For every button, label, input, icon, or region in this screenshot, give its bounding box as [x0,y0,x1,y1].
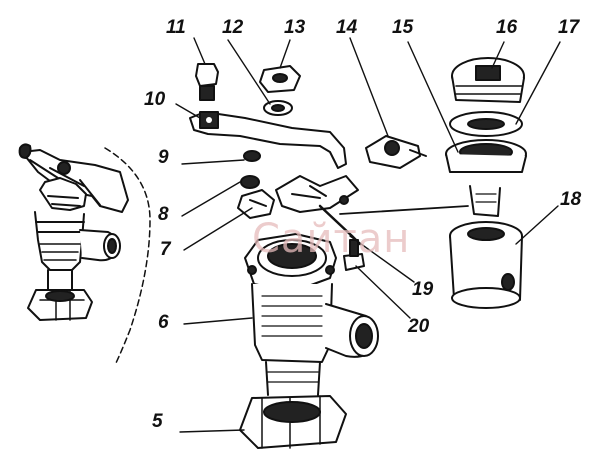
cap-assembly-15-17 [445,57,527,173]
washer-part-12 [263,100,293,116]
screw-part-20 [343,239,365,271]
clip-part-14 [365,135,427,169]
inset-separator [104,147,151,366]
bolt-part-11 [195,63,219,101]
callout-7: 7 [160,239,171,260]
callout-17: 17 [558,17,580,38]
callout-16: 16 [496,17,518,38]
housing-part-18 [449,185,523,309]
callout-6: 6 [158,312,169,333]
callout-20: 20 [408,316,430,337]
valve-body [239,233,379,449]
callout-12: 12 [222,17,244,38]
leader-lines [175,37,561,433]
callout-15: 15 [392,17,414,38]
assembled-valve-inset [18,143,129,321]
nut-part-13 [259,65,301,93]
callout-14: 14 [336,17,358,38]
callout-13: 13 [284,17,306,38]
lever-part-10 [189,111,347,169]
callout-9: 9 [158,147,169,168]
callout-10: 10 [144,89,166,110]
callout-18: 18 [560,189,582,210]
callout-8: 8 [158,204,169,225]
callout-19: 19 [412,279,434,300]
callout-11: 11 [166,17,186,38]
small-parts-7-9 [237,150,275,219]
watermark: Сайтан [252,216,411,262]
callout-5: 5 [152,411,163,432]
